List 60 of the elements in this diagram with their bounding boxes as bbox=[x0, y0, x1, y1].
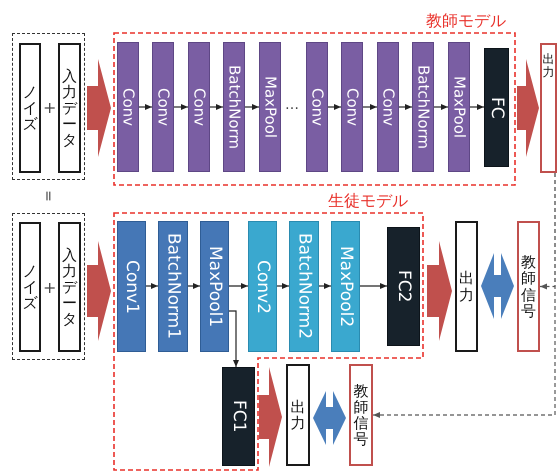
plus-sign: + bbox=[43, 280, 56, 296]
text-box: 教師信号 bbox=[349, 364, 373, 466]
layer-box: Conv bbox=[341, 42, 363, 172]
arrow bbox=[245, 104, 259, 110]
layer-box: Conv bbox=[152, 42, 174, 172]
layer-box: BatchNorm bbox=[412, 42, 434, 172]
arrow bbox=[470, 104, 484, 110]
arrow bbox=[210, 104, 223, 110]
block-arrow bbox=[259, 367, 282, 467]
arrow bbox=[434, 104, 448, 110]
text-box: 入力データ bbox=[58, 222, 81, 352]
arrow bbox=[229, 283, 248, 289]
arrow bbox=[146, 283, 158, 289]
arrow bbox=[360, 283, 387, 289]
arrow bbox=[188, 283, 200, 289]
arrow bbox=[139, 104, 152, 110]
plus-sign: + bbox=[43, 100, 56, 116]
block-arrow bbox=[517, 59, 539, 157]
layer-box: BatchNorm1 bbox=[158, 221, 188, 352]
arrow bbox=[174, 104, 188, 110]
layer-box: Conv bbox=[188, 42, 210, 172]
layer-box: FC2 bbox=[387, 227, 420, 346]
double-arrow bbox=[313, 391, 346, 445]
layer-box: FC1 bbox=[222, 367, 255, 466]
input-group bbox=[12, 213, 85, 360]
block-arrow bbox=[87, 241, 111, 341]
block-arrow bbox=[87, 59, 111, 157]
text-box: ノイズ bbox=[19, 222, 41, 352]
arrow bbox=[363, 104, 377, 110]
layer-box: FC bbox=[484, 48, 509, 167]
dashed-arrow bbox=[373, 173, 556, 418]
layer-box: MaxPool2 bbox=[331, 221, 360, 352]
text-box: ノイズ bbox=[19, 43, 41, 173]
layer-box: BatchNorm2 bbox=[289, 221, 319, 352]
block-arrow bbox=[427, 241, 452, 341]
arrow bbox=[399, 104, 412, 110]
arrow bbox=[229, 310, 239, 367]
input-group bbox=[12, 33, 85, 180]
text-box: 出力 bbox=[286, 364, 310, 466]
model-title: 教師モデル bbox=[426, 13, 506, 29]
arrow bbox=[277, 283, 289, 289]
text-box: 出力 bbox=[455, 221, 478, 352]
text-box: 出力 bbox=[540, 43, 557, 173]
layer-box: Conv bbox=[117, 42, 139, 172]
equals-sign: = bbox=[40, 190, 55, 202]
layer-box: MaxPool bbox=[259, 42, 281, 172]
layer-box: MaxPool bbox=[448, 42, 470, 172]
layer-box: Conv bbox=[306, 42, 328, 172]
layer-box: Conv2 bbox=[248, 221, 277, 352]
arrow bbox=[319, 283, 331, 289]
layer-box: Conv1 bbox=[117, 221, 146, 352]
double-arrow bbox=[481, 253, 514, 319]
arrow bbox=[328, 104, 341, 110]
layer-box: Conv bbox=[377, 42, 399, 172]
text-box: 入力データ bbox=[58, 43, 81, 173]
layer-box: BatchNorm bbox=[223, 42, 245, 172]
model-title: 生徒モデル bbox=[328, 193, 408, 209]
text-box: 教師信号 bbox=[517, 221, 540, 352]
layer-box: MaxPool1 bbox=[200, 221, 229, 352]
ellipsis: … bbox=[285, 98, 299, 112]
